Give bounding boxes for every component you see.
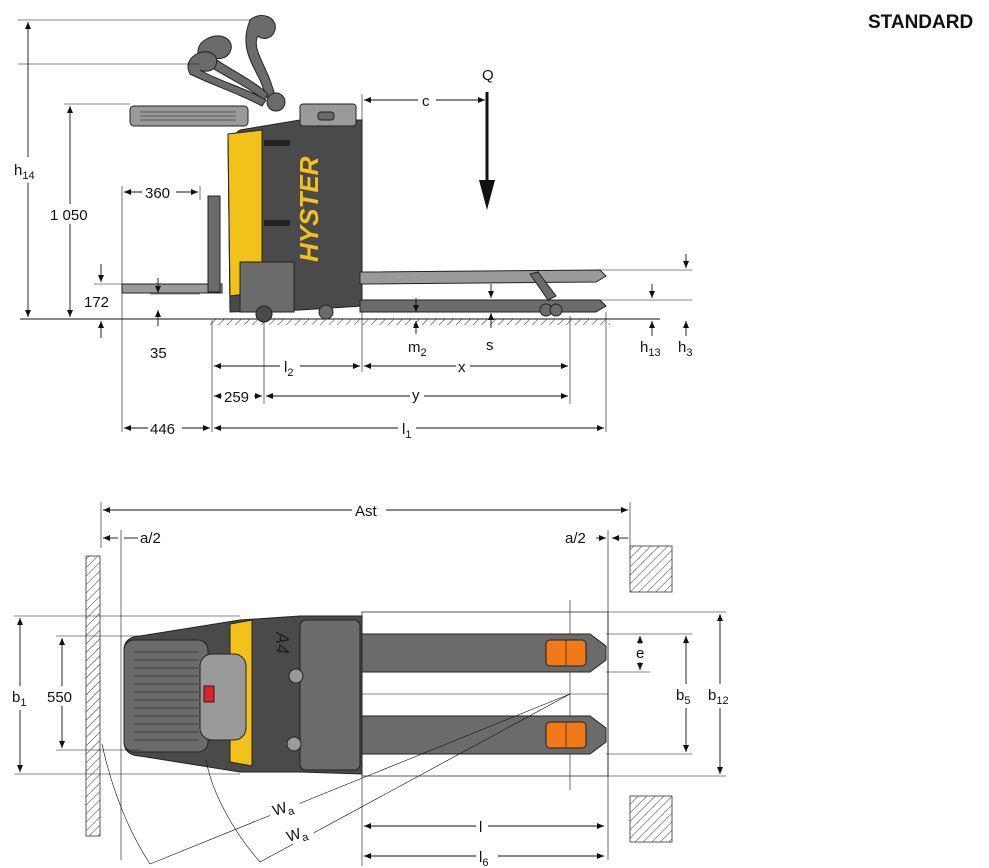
dim-ast: Ast bbox=[355, 503, 378, 520]
platform-grip-lines bbox=[134, 651, 198, 741]
dim-b1: b1 bbox=[12, 689, 26, 709]
hyster-logo: HYSTER bbox=[294, 156, 324, 262]
top-view: Ast a/2 a/2 bbox=[8, 500, 738, 868]
dim-a2-right: a/2 bbox=[565, 530, 586, 547]
pallet-block-bottom bbox=[629, 795, 673, 843]
fork-raised bbox=[359, 269, 607, 285]
dim-l: l bbox=[479, 819, 482, 836]
pallet-block-top bbox=[629, 545, 673, 593]
dim-1050: 1 050 bbox=[50, 207, 88, 224]
dim-y: y bbox=[412, 387, 420, 404]
load-q-label: Q bbox=[482, 67, 494, 84]
turning-arc-inner bbox=[205, 759, 261, 863]
dim-l6: l6 bbox=[479, 849, 488, 868]
platform-top bbox=[123, 639, 209, 753]
dim-l1: l1 bbox=[402, 421, 411, 441]
model-label: A4 bbox=[272, 631, 292, 654]
dim-360: 360 bbox=[145, 185, 170, 202]
dim-h14: h14 bbox=[14, 162, 35, 182]
dim-a2-left: a/2 bbox=[140, 530, 161, 547]
side-view: HYSTER Q h14 1 050 360 bbox=[10, 15, 692, 441]
dim-x: x bbox=[458, 359, 466, 376]
fork-right-top bbox=[361, 715, 607, 755]
dim-172: 172 bbox=[84, 294, 109, 311]
dim-259: 259 bbox=[224, 389, 249, 406]
dim-e: e bbox=[636, 645, 644, 662]
dim-m2: m2 bbox=[408, 339, 427, 359]
platform-guard bbox=[207, 195, 221, 293]
dim-b12: b12 bbox=[708, 687, 729, 707]
operator-platform bbox=[121, 283, 223, 294]
dim-wa-2: Wa bbox=[285, 823, 311, 849]
tiller-head bbox=[199, 653, 247, 741]
wall-left bbox=[85, 555, 101, 837]
dim-c: c bbox=[422, 93, 430, 110]
dim-b5: b5 bbox=[676, 687, 690, 707]
support-wheel bbox=[318, 304, 334, 320]
dim-wa-1: Wa bbox=[271, 797, 297, 823]
emergency-button bbox=[203, 685, 215, 703]
turning-arc-outer bbox=[101, 743, 151, 865]
dim-s: s bbox=[486, 337, 494, 354]
ground-hatch bbox=[210, 319, 610, 325]
dim-h13: h13 bbox=[640, 339, 661, 359]
fork-lowered bbox=[359, 299, 607, 313]
battery-top bbox=[299, 619, 361, 771]
drive-wheel bbox=[255, 305, 273, 323]
dim-35: 35 bbox=[150, 345, 167, 362]
drive-unit bbox=[239, 261, 295, 313]
dim-l2: l2 bbox=[284, 359, 293, 379]
tiller-handles bbox=[129, 15, 286, 127]
dim-446: 446 bbox=[150, 421, 175, 438]
fork-left-top bbox=[361, 633, 607, 673]
dim-550: 550 bbox=[47, 689, 72, 706]
standard-badge: STANDARD bbox=[868, 12, 973, 33]
dim-h3: h3 bbox=[678, 339, 692, 359]
